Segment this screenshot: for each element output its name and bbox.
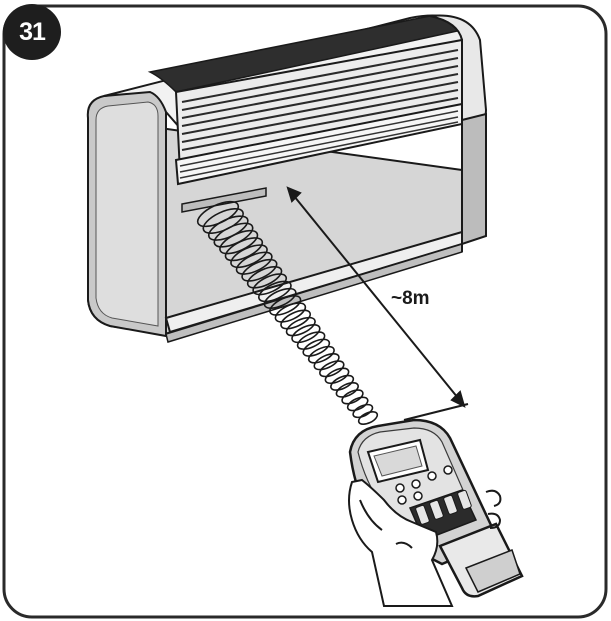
step-number-badge: 31 [3,4,61,60]
infrared-signal-icon [196,200,379,425]
distance-arrow-icon [286,186,469,421]
signal-wave-ring [241,258,278,282]
distance-label: ~8m [388,288,433,310]
signal-wave-ring [258,280,292,303]
signal-wave-ring [280,309,312,330]
signal-wave-ring [274,302,307,323]
air-conditioner-unit-icon [86,14,488,343]
signal-wave-ring [319,360,345,378]
hand-icon [348,478,502,607]
signal-wave-ring [235,251,273,275]
signal-wave-ring [285,316,316,337]
signal-wave-ring [246,266,283,289]
signal-wave-ring [324,367,350,385]
signal-wave-ring [291,324,321,344]
signal-wave-ring [330,374,355,391]
signal-wave-ring [252,273,288,296]
signal-wave-ring [224,237,264,262]
signal-wave-ring [346,396,369,412]
signal-wave-ring [313,353,340,371]
signal-wave-ring [357,411,379,425]
signal-wave-ring [263,287,297,309]
signal-wave-ring [307,345,335,364]
signal-wave-ring [335,382,359,398]
signal-wave-ring [269,295,302,316]
signal-wave-ring [296,331,326,350]
step-number: 31 [19,17,46,46]
signal-wave-ring [302,338,331,357]
signal-wave-ring [341,389,364,405]
signal-wave-ring [230,244,268,269]
signal-wave-ring [352,403,374,419]
